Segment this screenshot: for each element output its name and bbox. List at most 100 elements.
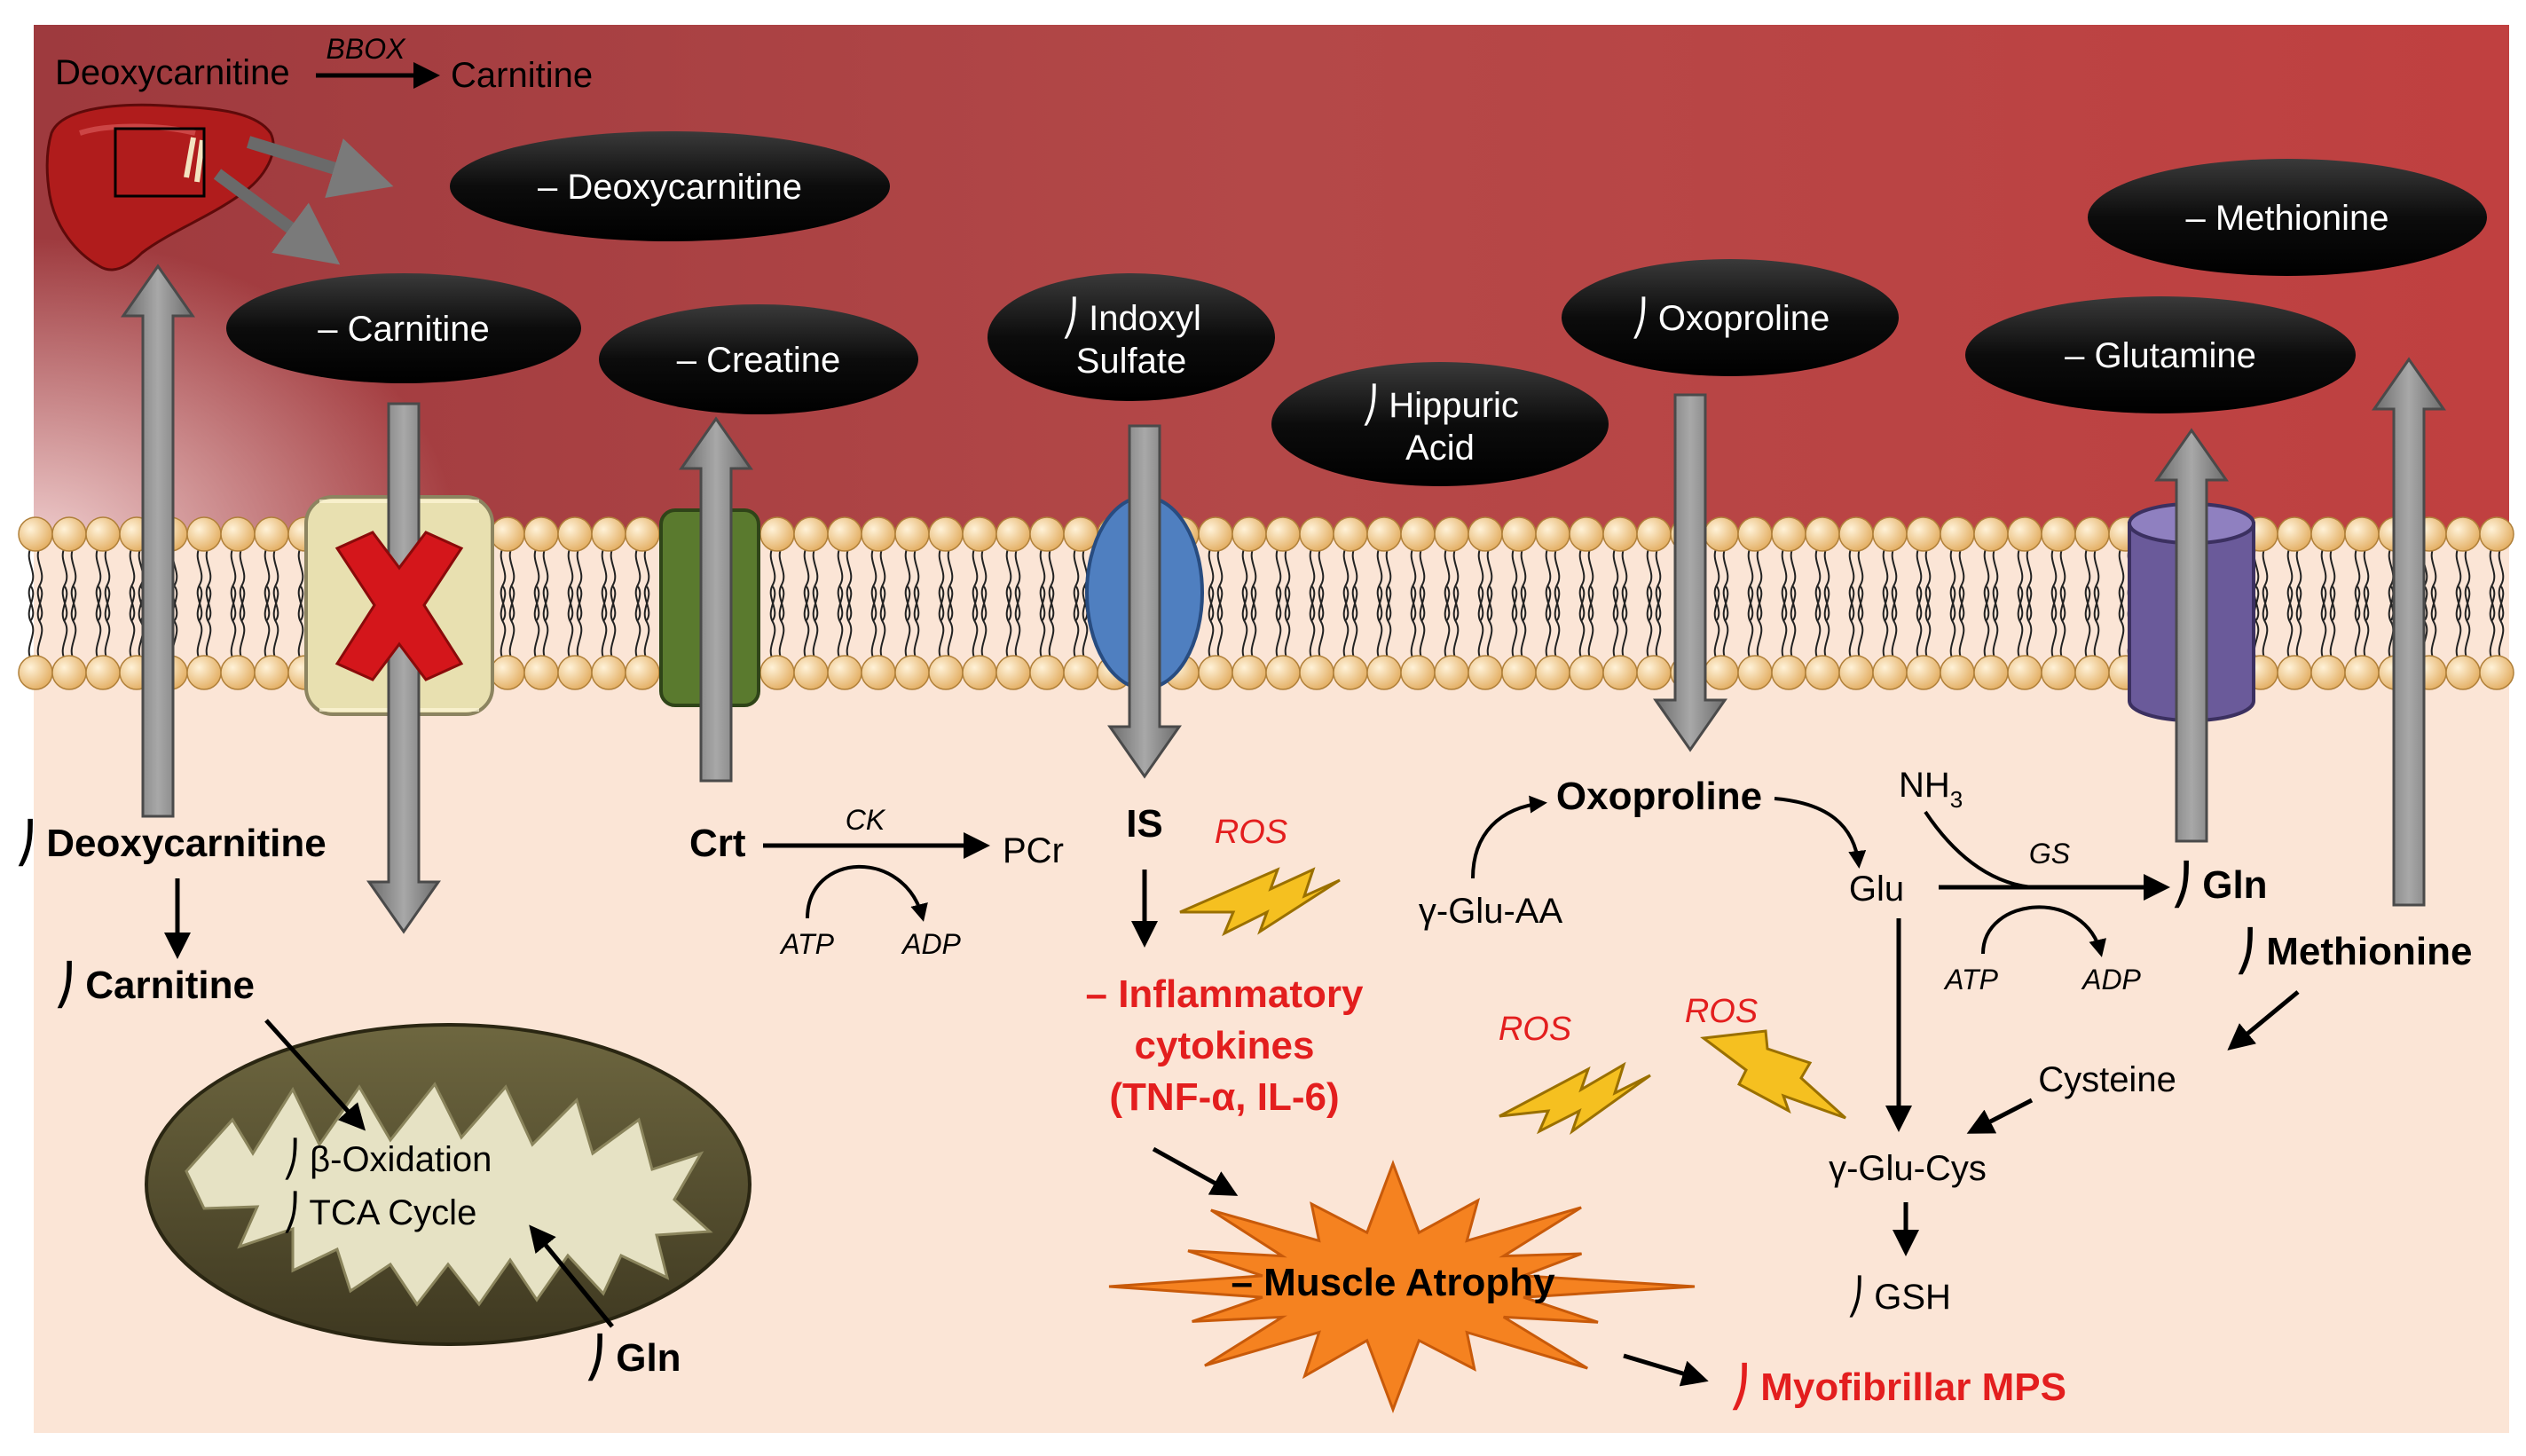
carnitine-uptake-arrow <box>366 402 441 934</box>
serum-carnitine-label: – Carnitine <box>318 310 489 349</box>
lipid-head <box>1333 655 1368 690</box>
lipid-head <box>220 516 256 552</box>
serum-oxoproline-oval: ⎠ Oxoproline <box>1562 259 1899 376</box>
lipid-head <box>962 516 997 552</box>
lipid-head <box>1838 516 1874 552</box>
lipid-head <box>1501 655 1537 690</box>
lipid-head <box>2277 516 2312 552</box>
serum-indoxyl-sulfate-oval: ⎠ Indoxyl Sulfate <box>988 273 1275 401</box>
lipid-head <box>186 655 222 690</box>
muscle-atrophy-label: – Muscle Atrophy <box>1231 1261 1555 1304</box>
lipid-head <box>1299 655 1334 690</box>
is-label: IS <box>1126 802 1163 846</box>
muscle-oxoproline-label: Oxoproline <box>1556 775 1762 818</box>
indoxyl-sulfate-uptake-arrow <box>1107 424 1182 779</box>
ros-label-1: ROS <box>1215 814 1287 851</box>
lipid-head <box>793 655 829 690</box>
bbox-enzyme-label: BBOX <box>327 33 407 65</box>
lightning-bolt-icon <box>1700 1029 1847 1120</box>
carnitine-to-mito-arrow <box>264 1019 366 1131</box>
lipid-head <box>1973 516 2009 552</box>
lipid-head <box>2277 655 2312 690</box>
lipid-head <box>2310 516 2346 552</box>
lipid-head <box>894 655 930 690</box>
pcr-label: PCr <box>1003 831 1064 870</box>
lipid-head <box>2007 516 2042 552</box>
lipid-head <box>1940 516 1975 552</box>
lipid-head <box>2041 516 2076 552</box>
lipid-head <box>1771 655 1806 690</box>
lipid-head <box>1265 655 1301 690</box>
lipid-head <box>861 516 896 552</box>
lipid-head <box>759 516 795 552</box>
lipid-head <box>1704 655 1739 690</box>
liver-substrate-label: Deoxycarnitine <box>55 53 290 92</box>
lipid-head <box>861 655 896 690</box>
lipid-head <box>85 655 121 690</box>
liver-product-label: Carnitine <box>451 56 593 95</box>
crt-label: Crt <box>689 822 746 865</box>
serum-oxoproline-label: ⎠ Oxoproline <box>1631 296 1830 339</box>
lipid-head <box>1838 655 1874 690</box>
lipid-head <box>591 516 626 552</box>
starburst-icon <box>1108 1160 1696 1413</box>
lipid-head <box>1906 655 1941 690</box>
glutamine-efflux-arrow <box>2154 428 2229 843</box>
gs-atp-label: ATP <box>1943 964 1999 996</box>
creatine-efflux-arrow <box>679 416 753 783</box>
liver-icon <box>45 103 275 272</box>
lipid-head <box>18 655 53 690</box>
cytokines-label-line2: cytokines <box>1135 1024 1315 1067</box>
cysteine-label: Cysteine <box>2038 1060 2176 1099</box>
ck-enzyme-label: CK <box>846 804 886 836</box>
muscle-methionine-label: ⎠ Methionine <box>2236 926 2472 975</box>
nh3-join-arrow <box>1924 810 2033 889</box>
lipid-head <box>1636 516 1672 552</box>
myofibrillar-mps-label: ⎠ Myofibrillar MPS <box>1730 1362 2066 1411</box>
lipid-head <box>1872 655 1908 690</box>
lipid-head <box>2074 655 2110 690</box>
lipid-head <box>1771 516 1806 552</box>
gsh-label: ⎠ GSH <box>1846 1275 1951 1318</box>
serum-glutamine-oval: – Glutamine <box>1965 296 2356 413</box>
lipid-head <box>1805 655 1840 690</box>
lipid-head <box>1602 516 1638 552</box>
lipid-head <box>1602 655 1638 690</box>
ros-label-3: ROS <box>1685 993 1758 1030</box>
lipid-head <box>1400 516 1436 552</box>
mitochondrion-icon <box>145 1023 752 1346</box>
liver-to-serum-arrow <box>246 136 394 199</box>
cysteine-to-glucys-arrow <box>1966 1098 2034 1134</box>
nh3-label: NH3 <box>1899 766 1963 813</box>
gs-adp-label: ADP <box>2081 964 2141 996</box>
nh3-text: NH <box>1899 766 1950 805</box>
lipid-head <box>2479 516 2514 552</box>
lipid-head <box>759 655 795 690</box>
lipid-head <box>1569 516 1604 552</box>
lipid-head <box>254 655 289 690</box>
oxoproline-uptake-arrow <box>1653 393 1727 752</box>
lipid-head <box>1299 516 1334 552</box>
lipid-head <box>625 516 660 552</box>
glu-aa-to-oxoproline-arrow <box>1471 795 1547 879</box>
lipid-head <box>2310 655 2346 690</box>
serum-acid-label: Acid <box>1405 429 1475 468</box>
lipid-head <box>557 655 593 690</box>
lipid-head <box>1704 516 1739 552</box>
cytokines-to-atrophy-arrow <box>1152 1146 1239 1196</box>
lipid-head <box>1198 655 1233 690</box>
lipid-head <box>1501 516 1537 552</box>
ck-atp-label: ATP <box>779 928 835 960</box>
lipid-head <box>1333 516 1368 552</box>
lipid-head <box>2007 655 2042 690</box>
gamma-glu-cys-label: γ-Glu-Cys <box>1829 1149 1987 1188</box>
lipid-head <box>490 655 525 690</box>
mito-gln-label: ⎠ Gln <box>586 1333 681 1381</box>
lipid-head <box>220 655 256 690</box>
lipid-head <box>523 655 559 690</box>
lipid-head <box>1468 655 1503 690</box>
lipid-head <box>2344 516 2380 552</box>
serum-sulfate-label: Sulfate <box>1076 342 1187 381</box>
lipid-head <box>1232 655 1267 690</box>
